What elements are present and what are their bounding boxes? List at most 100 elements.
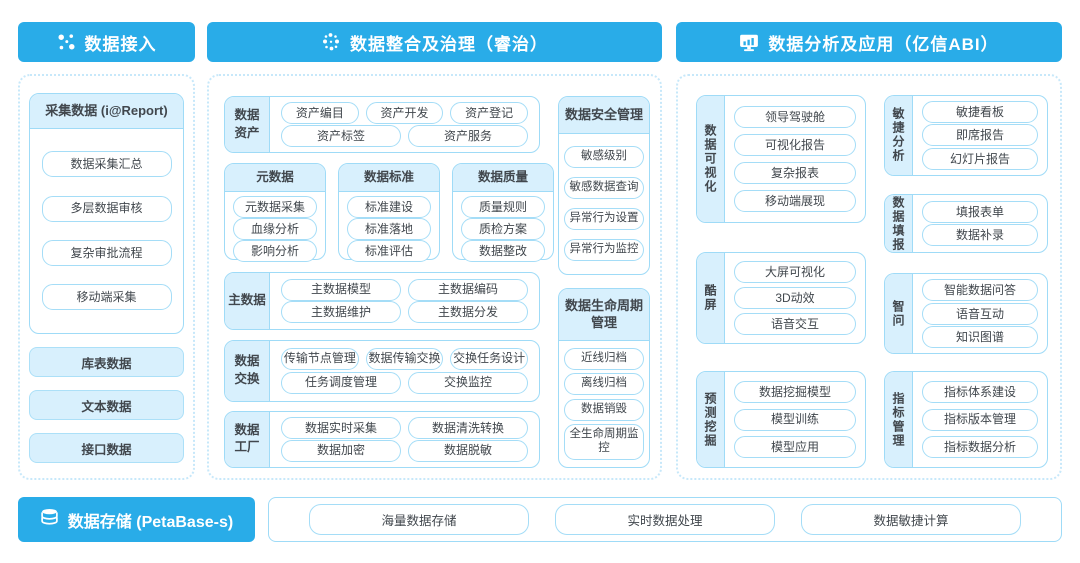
storage-item: 数据敏捷计算 — [801, 504, 1021, 535]
exchange-item: 交换监控 — [408, 371, 528, 394]
filling-item: 数据补录 — [921, 224, 1038, 247]
factory-item: 数据清洗转换 — [408, 417, 528, 440]
visualization-item: 移动端展现 — [734, 190, 856, 213]
storage-capabilities-panel: 海量数据存储 实时数据处理 数据敏捷计算 — [268, 497, 1062, 542]
data-filling-card: 数据填报 填报表单 数据补录 — [883, 193, 1048, 254]
exchange-item: 交换任务设计 — [450, 347, 529, 370]
coolscreen-card: 酷屏 大屏可视化 3D动效 语音交互 — [696, 252, 866, 345]
data-governance-column: 数据资产 资产编目 资产开发 资产登记 资产标签 资产服务 元数据 — [207, 74, 662, 480]
indicator-item: 指标数据分析 — [921, 435, 1038, 458]
data-access-column: 采集数据 (i@Report) 数据采集汇总 多层数据审核 复杂审批流程 移动端… — [18, 74, 195, 480]
prediction-mining-label: 预测挖掘 — [697, 372, 725, 467]
dots-network-icon — [57, 33, 76, 52]
metadata-item: 血缘分析 — [233, 218, 317, 241]
metadata-standard-quality-row: 元数据 元数据采集 血缘分析 影响分析 数据标准 标准建设 标准落地 标准评估 — [224, 163, 554, 263]
data-factory-label: 数据工厂 — [225, 411, 270, 467]
asset-item: 资产服务 — [408, 124, 528, 147]
ingest-item: 数据采集汇总 — [41, 151, 172, 178]
database-icon — [40, 508, 59, 532]
security-item: 异常行为监控 — [564, 238, 644, 261]
metadata-item: 影响分析 — [233, 240, 317, 263]
lifecycle-item: 近线归档 — [564, 347, 644, 370]
header-data-governance: 数据整合及治理（睿治） — [207, 22, 662, 62]
data-quality-card: 数据质量 质量规则 质检方案 数据整改 — [452, 163, 554, 263]
exchange-item: 任务调度管理 — [281, 371, 401, 394]
lifecycle-item: 全生命周期监控 — [564, 424, 644, 460]
ireport-card-body: 数据采集汇总 多层数据审核 复杂审批流程 移动端采集 — [30, 129, 183, 333]
asset-item: 资产编目 — [281, 102, 359, 125]
agile-item: 幻灯片报告 — [921, 147, 1038, 170]
factory-item: 数据实时采集 — [281, 417, 401, 440]
master-item: 主数据维护 — [281, 301, 401, 324]
prediction-item: 数据挖掘模型 — [734, 381, 856, 404]
factory-item: 数据脱敏 — [408, 439, 528, 462]
ingest-item: 复杂审批流程 — [41, 240, 172, 266]
governance-main-area: 数据资产 资产编目 资产开发 资产登记 资产标签 资产服务 元数据 — [224, 96, 554, 468]
lifecycle-item: 数据销毁 — [564, 398, 644, 421]
visualization-item: 领导驾驶舱 — [734, 106, 856, 129]
master-item: 主数据分发 — [408, 301, 528, 324]
security-item: 异常行为设置 — [564, 207, 644, 230]
data-standard-card: 数据标准 标准建设 标准落地 标准评估 — [338, 163, 440, 263]
visualization-item: 可视化报告 — [734, 134, 856, 157]
visualization-card: 数据可视化 领导驾驶舱 可视化报告 复杂报表 移动端展现 — [696, 95, 866, 224]
smart-qa-label: 智问 — [884, 274, 913, 354]
filling-item: 填报表单 — [921, 200, 1038, 223]
data-security-card: 数据安全管理 敏感级别 敏感数据查询 异常行为设置 异常行为监控 — [558, 96, 650, 275]
smart-qa-item: 语音互动 — [921, 302, 1038, 325]
prediction-mining-card: 预测挖掘 数据挖掘模型 模型训练 模型应用 — [696, 371, 866, 468]
factory-item: 数据加密 — [281, 439, 401, 462]
analysis-right-subcolumn: 敏捷分析 敏捷看板 即席报告 幻灯片报告 数据填报 填报表单 数据补录 智问 智… — [883, 95, 1048, 469]
storage-header-label: 数据存储 (PetaBase-s) — [67, 513, 234, 531]
coolscreen-item: 语音交互 — [734, 313, 856, 336]
master-data-card: 主数据 主数据模型 主数据编码 主数据维护 主数据分发 — [224, 272, 540, 330]
source-text-data: 文本数据 — [29, 390, 184, 420]
prediction-item: 模型训练 — [734, 408, 856, 431]
coolscreen-item: 大屏可视化 — [734, 261, 856, 284]
master-item: 主数据模型 — [281, 278, 401, 301]
data-lifecycle-card-title: 数据生命周期管理 — [559, 288, 649, 341]
indicator-management-label: 指标管理 — [884, 372, 913, 468]
governance-side-area: 数据安全管理 敏感级别 敏感数据查询 异常行为设置 异常行为监控 数据生命周期管… — [558, 96, 650, 468]
header-data-analysis: 数据分析及应用（亿信ABI） — [676, 22, 1062, 62]
storage-item: 实时数据处理 — [555, 504, 775, 535]
header-data-access: 数据接入 — [18, 22, 195, 62]
agile-analysis-label: 敏捷分析 — [884, 96, 913, 175]
agile-item: 即席报告 — [921, 124, 1038, 147]
ingest-item: 移动端采集 — [41, 284, 172, 311]
metadata-card: 元数据 元数据采集 血缘分析 影响分析 — [224, 163, 326, 263]
data-security-card-title: 数据安全管理 — [559, 97, 649, 134]
agile-item: 敏捷看板 — [921, 101, 1038, 124]
visualization-label: 数据可视化 — [697, 96, 725, 223]
smart-qa-card: 智问 智能数据问答 语音互动 知识图谱 — [883, 273, 1048, 355]
prediction-item: 模型应用 — [734, 435, 856, 458]
metadata-card-title: 元数据 — [225, 164, 325, 193]
security-item: 敏感数据查询 — [564, 177, 644, 200]
quality-item: 数据整改 — [461, 240, 545, 263]
source-table-data: 库表数据 — [29, 347, 184, 377]
smart-qa-item: 智能数据问答 — [921, 279, 1038, 302]
analysis-left-subcolumn: 数据可视化 领导驾驶舱 可视化报告 复杂报表 移动端展现 酷屏 大屏可视化 3D… — [696, 95, 866, 468]
exchange-item: 数据传输交换 — [365, 347, 444, 370]
smart-qa-item: 知识图谱 — [921, 325, 1038, 348]
master-data-label: 主数据 — [225, 273, 270, 329]
asset-item: 资产登记 — [450, 102, 529, 125]
data-standard-card-title: 数据标准 — [339, 164, 439, 193]
standard-item: 标准评估 — [347, 240, 431, 263]
quality-item: 质量规则 — [461, 196, 545, 219]
visualization-item: 复杂报表 — [734, 162, 856, 185]
lifecycle-item: 离线归档 — [564, 373, 644, 396]
data-exchange-label: 数据交换 — [225, 340, 270, 401]
asset-item: 资产开发 — [365, 102, 444, 125]
data-quality-card-title: 数据质量 — [453, 164, 553, 193]
standard-item: 标准建设 — [347, 196, 431, 219]
storage-item: 海量数据存储 — [309, 504, 529, 535]
indicator-management-card: 指标管理 指标体系建设 指标版本管理 指标数据分析 — [883, 371, 1048, 469]
data-factory-card: 数据工厂 数据实时采集 数据清洗转换 数据加密 数据脱敏 — [224, 410, 540, 468]
monitor-chart-icon — [739, 33, 759, 52]
data-lifecycle-card: 数据生命周期管理 近线归档 离线归档 数据销毁 全生命周期监控 — [558, 287, 650, 468]
indicator-item: 指标版本管理 — [921, 408, 1038, 431]
exchange-item: 传输节点管理 — [281, 347, 359, 370]
data-analysis-column: 数据可视化 领导驾驶舱 可视化报告 复杂报表 移动端展现 酷屏 大屏可视化 3D… — [676, 74, 1062, 480]
